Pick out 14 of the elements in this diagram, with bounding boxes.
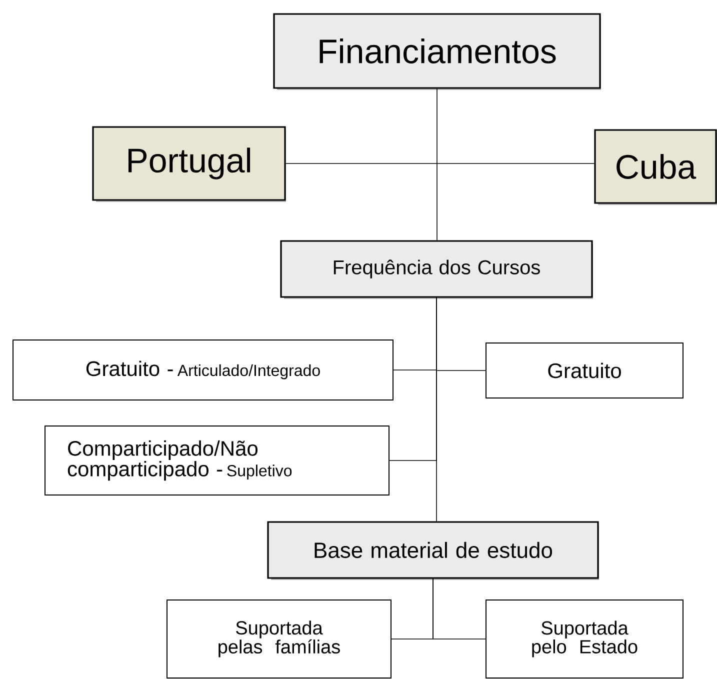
connector-line: [436, 297, 437, 522]
option-box: Comparticipado/Não comparticipado - Supletivo: [44, 426, 390, 496]
connector-line: [432, 578, 486, 640]
option-box: Gratuito - Articulado/Integrado: [12, 340, 394, 400]
country-box: Cuba: [594, 129, 717, 205]
heading-box: Base material de estudo: [267, 521, 599, 580]
country-box: Portugal: [92, 126, 286, 202]
option-box: Suportada pelo Estado: [486, 600, 684, 678]
heading-box: Frequência dos Cursos: [280, 240, 593, 299]
option-box: Gratuito: [486, 342, 684, 398]
option-box: Suportada pelas famílias: [166, 600, 392, 678]
connector-line: [436, 88, 438, 241]
connector-line: [285, 163, 595, 164]
heading-box: Financiamentos: [273, 13, 601, 90]
